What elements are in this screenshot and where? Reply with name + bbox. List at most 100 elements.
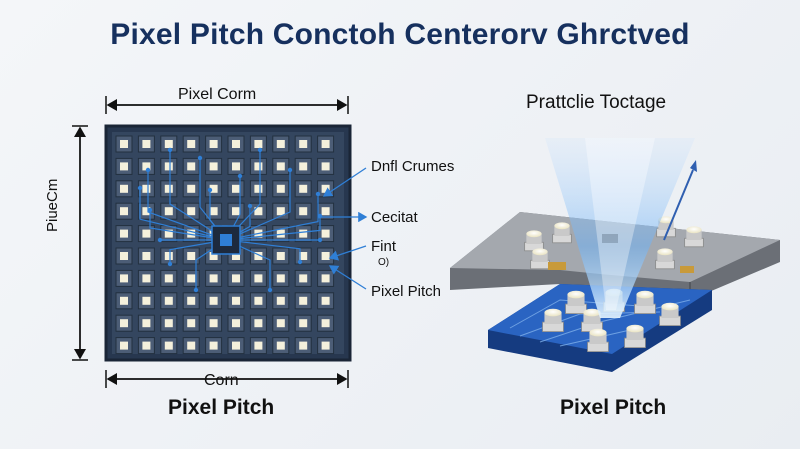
caption-right: Pixel Pitch: [560, 396, 667, 419]
led-cell: [272, 247, 290, 265]
led-cell: [294, 269, 312, 287]
dimension-label-top: Pixel Corm: [178, 86, 257, 103]
led-cell: [249, 135, 267, 153]
dimension-label-side: PiueCm: [44, 178, 61, 232]
led-cell: [137, 337, 155, 355]
led-cell: [160, 337, 178, 355]
dimension-bottom: [105, 370, 349, 388]
controller-core: [220, 234, 232, 246]
led-cell: [115, 314, 133, 332]
pcb-illustration: [450, 138, 780, 372]
led-cell: [249, 314, 267, 332]
led-cell: [227, 292, 245, 310]
led-cell: [137, 314, 155, 332]
led-cell: [249, 157, 267, 175]
callout-2: Cecitat: [371, 209, 418, 226]
led-cell: [182, 292, 200, 310]
led-cell: [205, 135, 223, 153]
led-cell: [227, 269, 245, 287]
callout-3-sub: O): [378, 257, 390, 268]
led-cell: [272, 180, 290, 198]
led-grid-board: [104, 124, 352, 362]
led-cell: [115, 292, 133, 310]
led-component: [624, 324, 646, 349]
led-cell: [272, 135, 290, 153]
led-cell: [160, 135, 178, 153]
callout-3: Fint: [371, 238, 397, 255]
led-cell: [137, 157, 155, 175]
caption-left: Pixel Pitch: [168, 396, 275, 419]
led-cell: [137, 269, 155, 287]
led-component: [684, 226, 704, 248]
led-cell: [182, 337, 200, 355]
led-cell: [294, 225, 312, 243]
led-cell: [205, 337, 223, 355]
led-cell: [317, 269, 335, 287]
right-panel-title: Prattclie Toctage: [526, 92, 667, 113]
led-cell: [205, 157, 223, 175]
led-cell: [294, 292, 312, 310]
led-component: [542, 308, 564, 333]
led-cell: [272, 157, 290, 175]
led-cell: [227, 202, 245, 220]
led-component: [656, 216, 676, 238]
led-cell: [115, 337, 133, 355]
dimension-side: [72, 125, 88, 361]
led-component: [655, 248, 675, 270]
led-cell: [137, 225, 155, 243]
led-cell: [137, 135, 155, 153]
callout-1: Dnfl Crumes: [371, 158, 455, 175]
led-cell: [272, 314, 290, 332]
led-cell: [205, 292, 223, 310]
led-cell: [249, 247, 267, 265]
led-component: [587, 328, 609, 353]
led-cell: [227, 180, 245, 198]
dimension-top: [105, 96, 349, 114]
led-cell: [317, 337, 335, 355]
led-cell: [182, 202, 200, 220]
led-cell: [317, 247, 335, 265]
led-cell: [294, 247, 312, 265]
led-cell: [205, 314, 223, 332]
light-beam: [545, 138, 695, 318]
led-cell: [160, 247, 178, 265]
led-cell: [115, 269, 133, 287]
led-cell: [317, 314, 335, 332]
led-cell: [182, 157, 200, 175]
led-cell: [182, 135, 200, 153]
led-component: [659, 302, 681, 327]
led-cell: [294, 135, 312, 153]
led-cell: [137, 202, 155, 220]
led-cell: [160, 180, 178, 198]
led-cell: [115, 135, 133, 153]
led-cell: [205, 180, 223, 198]
led-component: [565, 290, 587, 315]
led-cell: [137, 292, 155, 310]
led-cell: [227, 314, 245, 332]
callout-4: Pixel Pitch: [371, 283, 442, 300]
led-cell: [249, 337, 267, 355]
led-cell: [115, 180, 133, 198]
page-title: Pixel Pitch Conctoh Centerorv Ghrctved: [110, 18, 690, 51]
led-cell: [182, 269, 200, 287]
led-cell: [160, 202, 178, 220]
led-component: [530, 248, 550, 270]
led-cell: [182, 314, 200, 332]
led-cell: [272, 292, 290, 310]
led-cell: [272, 337, 290, 355]
led-cell: [294, 180, 312, 198]
led-cell: [205, 269, 223, 287]
led-cell: [227, 135, 245, 153]
led-cell: [227, 337, 245, 355]
led-cell: [182, 180, 200, 198]
led-cell: [294, 337, 312, 355]
led-cell: [227, 157, 245, 175]
led-cell: [294, 314, 312, 332]
led-cell: [249, 292, 267, 310]
led-component: [552, 222, 572, 244]
led-cell: [115, 247, 133, 265]
led-cell: [317, 225, 335, 243]
dimension-label-bottom: Corn: [204, 372, 239, 389]
led-cell: [137, 247, 155, 265]
